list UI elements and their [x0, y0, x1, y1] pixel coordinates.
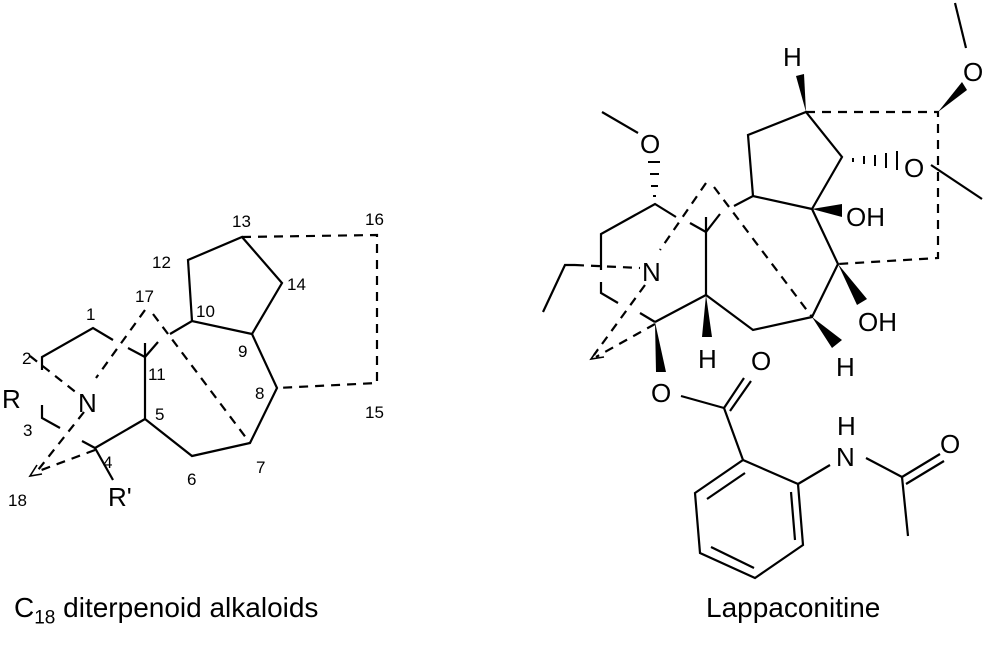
atom-R: R [2, 384, 21, 414]
svg-text:16: 16 [365, 210, 384, 229]
caption-lappaconitine: Lappaconitine [706, 592, 881, 623]
c18-skeleton [28, 233, 379, 481]
atom-O-amide: O [940, 429, 960, 459]
svg-text:14: 14 [287, 275, 306, 294]
atom-OH-upper: OH [846, 202, 885, 232]
atom-R-prime: R' [108, 482, 132, 512]
atom-O-methoxy-left: O [640, 129, 660, 159]
svg-text:17: 17 [135, 287, 154, 306]
atom-N: N [78, 388, 97, 418]
atom-H-top: H [783, 42, 802, 72]
svg-text:7: 7 [256, 458, 265, 477]
atom-O-carbonyl: O [751, 346, 771, 376]
atom-NH-H: H [837, 411, 856, 441]
svg-text:11: 11 [148, 365, 166, 384]
atom-N: N [642, 257, 661, 287]
svg-text:3: 3 [23, 421, 32, 440]
svg-text:8: 8 [255, 384, 264, 403]
svg-text:15: 15 [365, 403, 384, 422]
atom-NH-N: N [836, 442, 855, 472]
lappaconitine-skeleton [542, 2, 983, 580]
svg-text:10: 10 [196, 302, 215, 321]
svg-text:12: 12 [152, 253, 171, 272]
svg-text:1: 1 [86, 305, 95, 324]
atom-O-ester: O [651, 378, 671, 408]
atom-O-ring: O [904, 153, 924, 183]
svg-text:6: 6 [187, 470, 196, 489]
svg-text:2: 2 [22, 349, 31, 368]
lappaconitine-labels: O N H O O OH OH H H O O H N O [640, 42, 983, 472]
atom-H-right: H [836, 352, 855, 382]
svg-text:13: 13 [232, 212, 251, 231]
caption-c18: C18 diterpenoid alkaloids [14, 592, 319, 629]
svg-text:4: 4 [103, 453, 112, 472]
atom-H-mid: H [698, 344, 717, 374]
atom-O-methoxy-top: O [963, 57, 983, 87]
svg-text:9: 9 [238, 342, 247, 361]
svg-text:18: 18 [8, 491, 27, 510]
svg-text:5: 5 [155, 405, 164, 424]
atom-OH-lower: OH [858, 307, 897, 337]
c18-labels: N R R' 1 2 3 4 5 6 7 8 9 10 11 12 13 14 … [2, 210, 384, 512]
